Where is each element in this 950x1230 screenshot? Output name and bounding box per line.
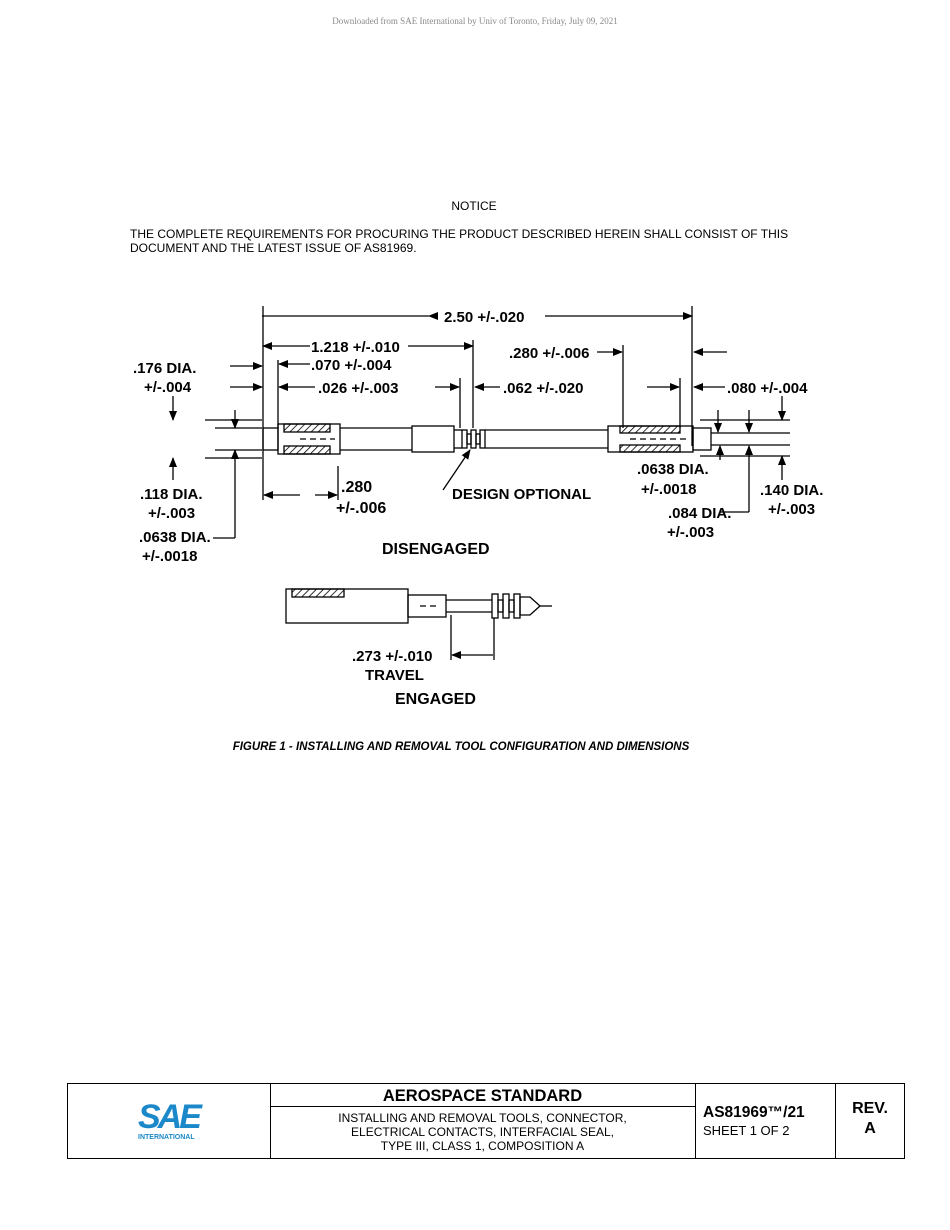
disengaged-view (169, 306, 790, 539)
travel-label: TRAVEL (365, 667, 424, 684)
dimension-labels: 2.50 +/-.020 1.218 +/-.010 .070 +/-.004 … (133, 309, 823, 708)
engaged-label: ENGAGED (395, 691, 476, 708)
notice-text: THE COMPLETE REQUIREMENTS FOR PROCURING … (130, 227, 789, 255)
dim-140-dia: .140 DIA. (760, 482, 823, 499)
dim-176-dia: .176 DIA. (133, 360, 196, 377)
sheet-number: SHEET 1 OF 2 (703, 1123, 790, 1138)
notice-title: NOTICE (451, 199, 497, 213)
sae-logo: SAE INTERNATIONAL (138, 1098, 206, 1141)
revision-cell: REV. A (835, 1084, 905, 1158)
dim-overall: 2.50 +/-.020 (444, 309, 524, 326)
document-description: INSTALLING AND REMOVAL TOOLS, CONNECTOR,… (270, 1107, 695, 1153)
dim-026: .026 +/-.003 (318, 380, 398, 397)
dim-0638-right-tol: +/-.0018 (641, 481, 696, 498)
document-number-cell: AS81969™/21 SHEET 1 OF 2 (695, 1084, 836, 1158)
description-line: TYPE III, CLASS 1, COMPOSITION A (380, 1139, 585, 1153)
title-block: SAE INTERNATIONAL AEROSPACE STANDARD INS… (67, 1083, 905, 1159)
description-line: ELECTRICAL CONTACTS, INTERFACIAL SEAL, (351, 1125, 614, 1139)
dim-084-dia: .084 DIA. (668, 505, 731, 522)
dim-080: .080 +/-.004 (727, 380, 808, 397)
design-optional-label: DESIGN OPTIONAL (452, 486, 591, 503)
svg-text:SAE: SAE (138, 1098, 203, 1136)
dim-118-dia: .118 DIA. (140, 486, 203, 503)
dim-280-top: .280 +/-.006 (509, 345, 589, 362)
dim-084-tol: +/-.003 (667, 524, 714, 541)
revision-label: REV. (852, 1100, 888, 1117)
disengaged-label: DISENGAGED (382, 541, 490, 558)
dim-070: .070 +/-.004 (311, 357, 392, 374)
dim-1218: 1.218 +/-.010 (311, 339, 400, 356)
revision-value: A (864, 1120, 876, 1137)
engaged-view (285, 588, 552, 660)
standard-heading: AEROSPACE STANDARD (270, 1084, 695, 1107)
dim-0638-right-dia: .0638 DIA. (637, 461, 709, 478)
dim-280-bottom-tol: +/-.006 (336, 500, 386, 517)
dim-280-bottom: .280 (341, 479, 372, 496)
document-number: AS81969™/21 (703, 1104, 805, 1121)
figure-caption: FIGURE 1 - INSTALLING AND REMOVAL TOOL C… (232, 741, 690, 753)
dim-062: .062 +/-.020 (503, 380, 583, 397)
dim-118-tol: +/-.003 (148, 505, 195, 522)
title-cell: AEROSPACE STANDARD INSTALLING AND REMOVA… (270, 1084, 696, 1158)
tool-dimension-drawing: 2.50 +/-.020 1.218 +/-.010 .070 +/-.004 … (133, 306, 823, 708)
dim-176-tol: +/-.004 (144, 379, 192, 396)
dim-140-tol: +/-.003 (768, 501, 815, 518)
download-watermark: Downloaded from SAE International by Uni… (332, 16, 618, 26)
sae-logo-cell: SAE INTERNATIONAL (68, 1084, 271, 1158)
svg-text:INTERNATIONAL: INTERNATIONAL (138, 1134, 195, 1141)
dim-0638-left-dia: .0638 DIA. (139, 529, 211, 546)
dim-0638-left-tol: +/-.0018 (142, 548, 197, 565)
dim-travel: .273 +/-.010 (352, 648, 432, 665)
description-line: INSTALLING AND REMOVAL TOOLS, CONNECTOR, (338, 1111, 627, 1125)
